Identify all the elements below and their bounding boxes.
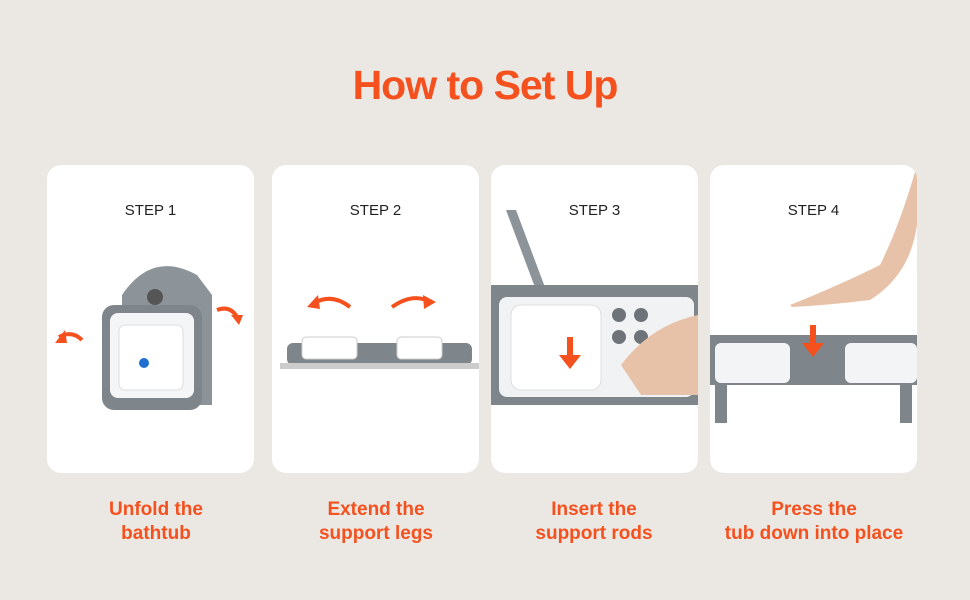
page-title: How to Set Up <box>352 62 619 108</box>
step-1-caption: Unfold the bathtub <box>36 498 276 546</box>
step-4-card: STEP 4 <box>710 165 917 473</box>
arrow-right-icon <box>390 296 429 309</box>
step-label: STEP 4 <box>787 202 840 219</box>
step-label: STEP 3 <box>568 202 621 219</box>
arrow-down-icon <box>810 325 816 345</box>
caption-line: Insert the <box>551 499 637 520</box>
hand-image <box>790 165 917 307</box>
caption-line: Unfold the <box>109 499 203 520</box>
caption-line: Extend the <box>327 499 425 520</box>
insert-rods-image <box>491 210 698 405</box>
caption-line: bathtub <box>121 523 191 544</box>
caption-line: support rods <box>535 523 653 544</box>
step-4-caption: Press the tub down into place <box>694 498 934 546</box>
folded-bathtub-image <box>55 266 243 410</box>
extended-legs-image <box>280 295 479 369</box>
step-3-card: STEP 3 <box>491 165 698 473</box>
arrow-down-icon <box>567 337 573 357</box>
step-3-caption: Insert the support rods <box>474 498 714 546</box>
caption-line: tub down into place <box>724 523 904 544</box>
press-tub-image <box>710 165 917 423</box>
hand-image <box>621 315 698 395</box>
caption-line: Press the <box>771 499 857 520</box>
step-label: STEP 1 <box>124 202 177 219</box>
caption-line: support legs <box>318 523 433 544</box>
step-label: STEP 2 <box>349 202 402 219</box>
step-2-caption: Extend the support legs <box>256 498 496 546</box>
step-2-card: STEP 2 <box>272 165 479 473</box>
step-1-card: STEP 1 <box>47 165 254 473</box>
